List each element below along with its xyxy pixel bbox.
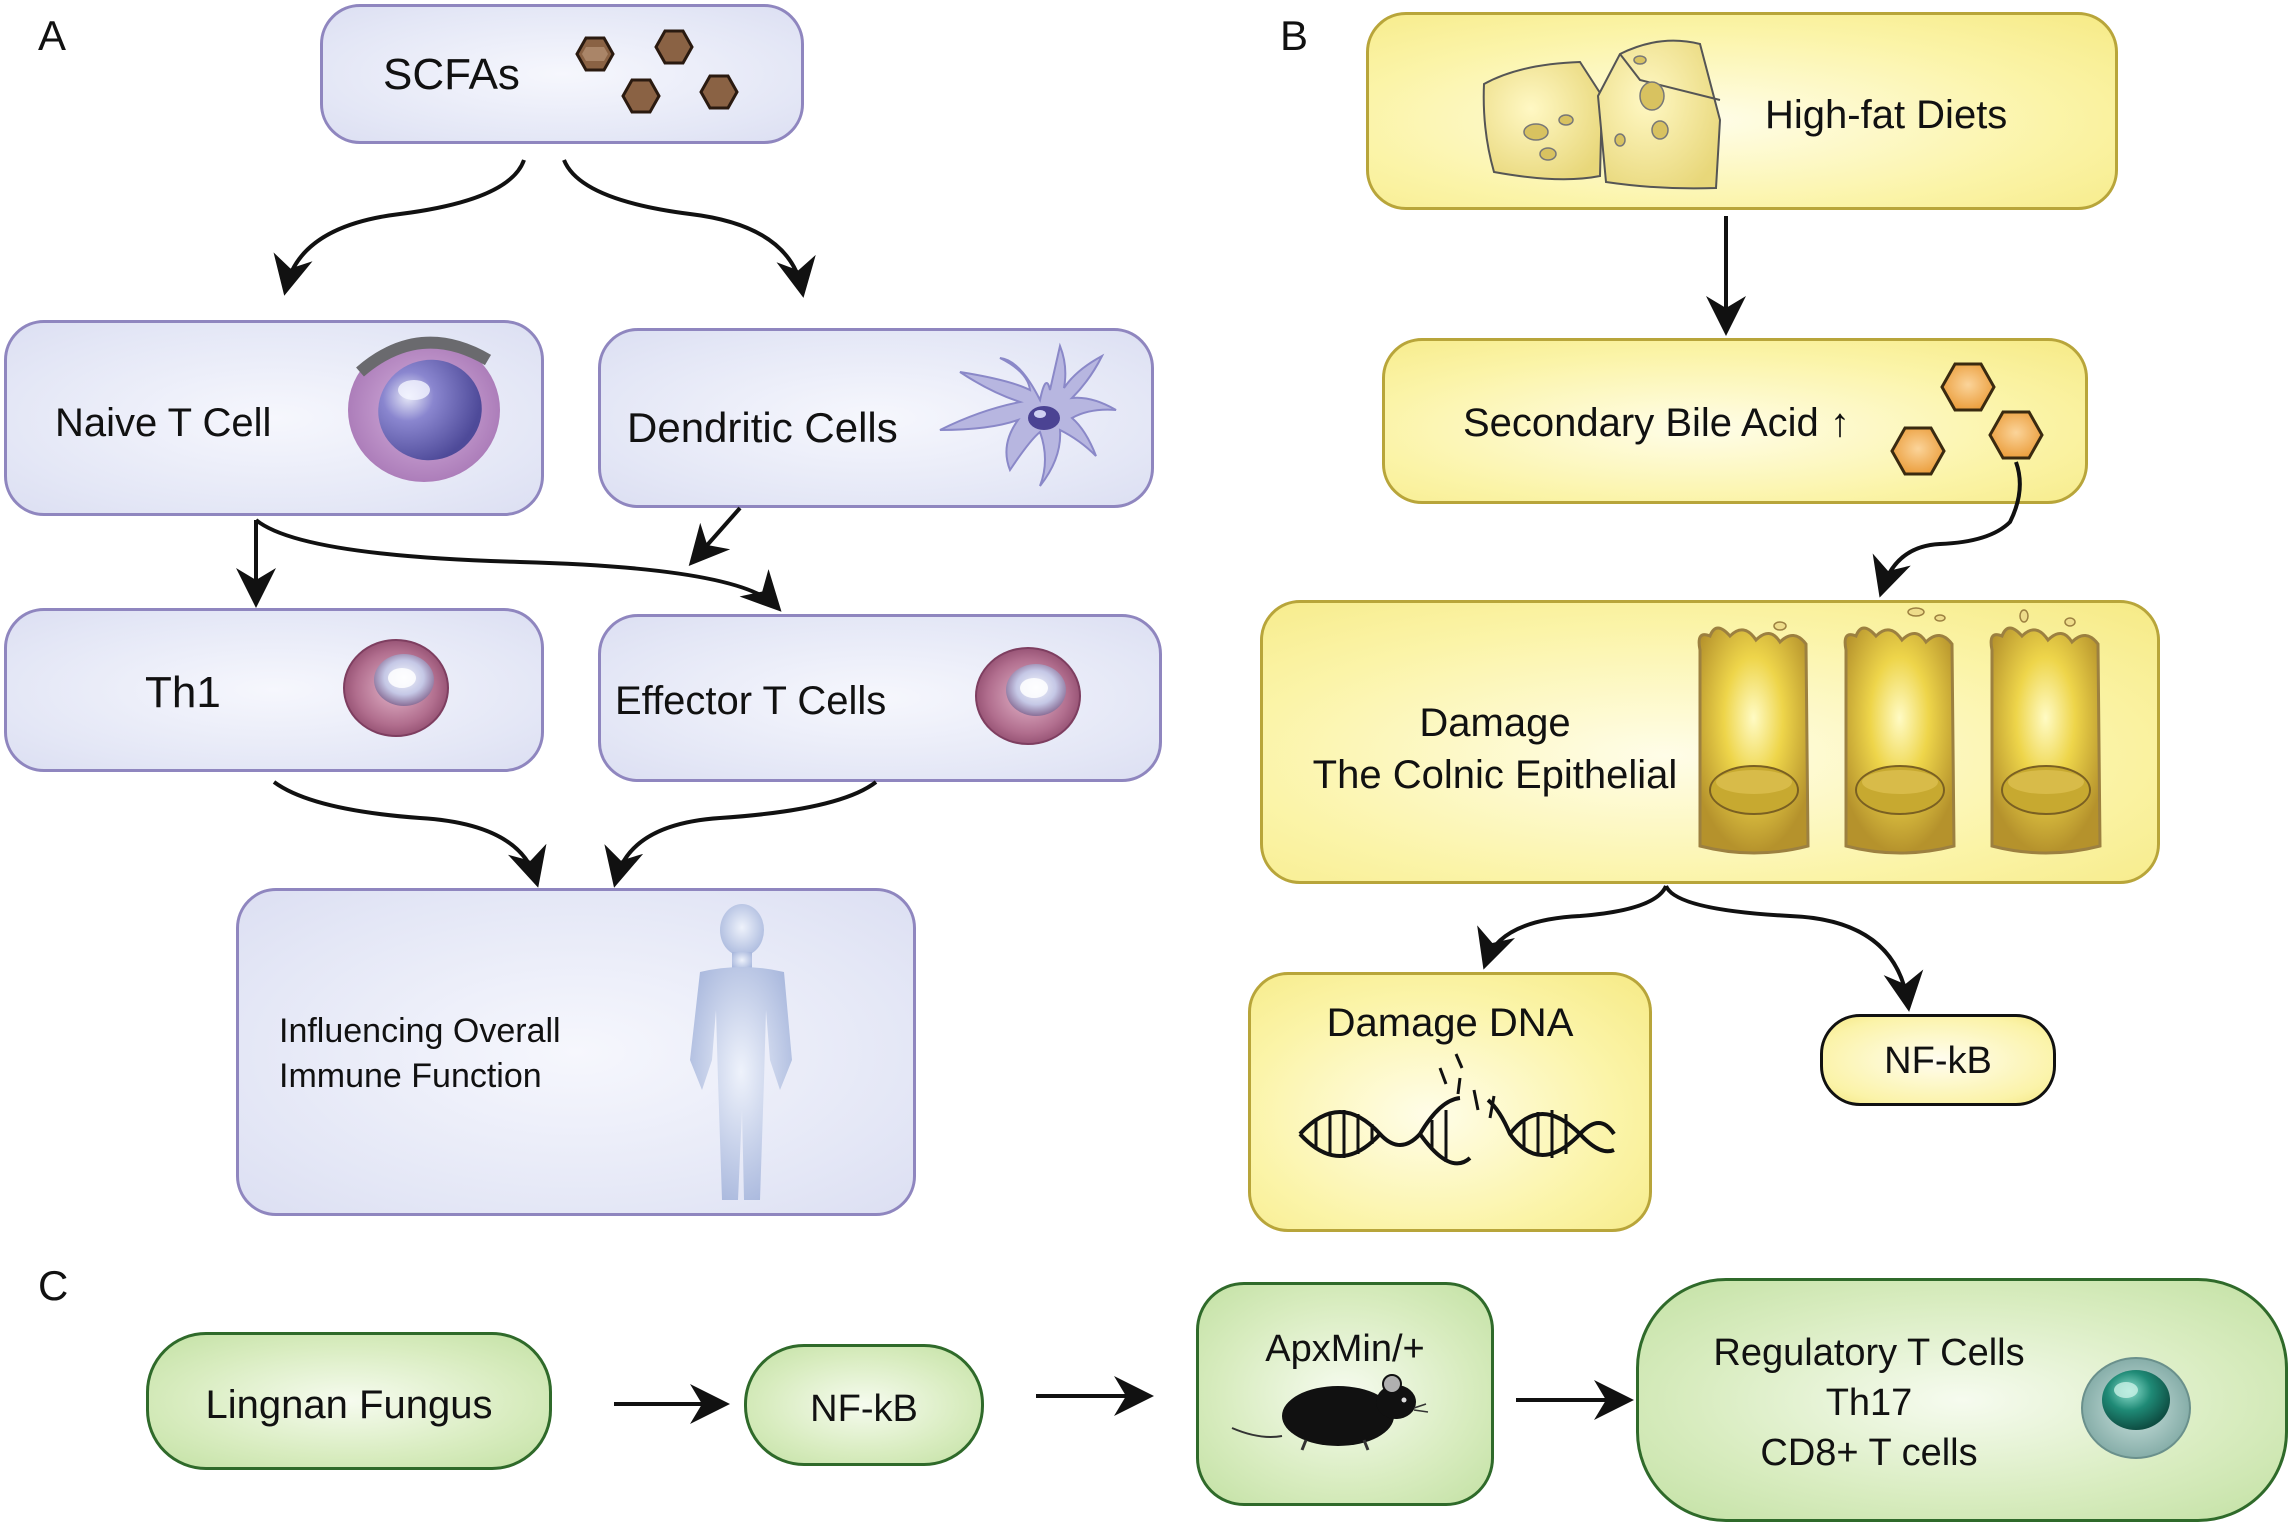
colonic-epithelial-line-1: Damage	[1419, 701, 1571, 745]
panel-label-a: A	[38, 12, 67, 59]
scfas-box: SCFAs	[320, 4, 804, 144]
dendritic-cells-label: Dendritic Cells	[627, 404, 898, 451]
secondary-bile-acid-label: Secondary Bile Acid ↑	[1463, 401, 1850, 445]
naive-t-cell-icon	[348, 336, 500, 482]
naive-t-cell-label: Naive T Cell	[55, 401, 272, 445]
lingnan-fungus-label: Lingnan Fungus	[205, 1383, 493, 1427]
panel-label-b: B	[1280, 12, 1309, 59]
arrows	[236, 159, 2022, 1424]
immune-function-line-2: Immune Function	[279, 1057, 542, 1095]
broken-dna-icon	[1298, 1053, 1616, 1166]
cheese-icon	[1482, 39, 1722, 190]
high-fat-diets-label: High-fat Diets	[1765, 93, 2008, 137]
regulatory-t-cells-label: Regulatory T Cells	[1713, 1332, 2025, 1374]
cd8-t-cells-label: CD8+ T cells	[1760, 1432, 1978, 1474]
colonic-epithelial-line-2: The Colnic Epithelial	[1312, 753, 1678, 797]
immune-function-line-1: Influencing Overall	[279, 1012, 561, 1050]
panel-label-c: C	[38, 1262, 69, 1309]
th1-cell-icon	[343, 639, 449, 737]
bile-acid-hexagon-icons	[1890, 362, 2044, 476]
th17-label: Th17	[1825, 1382, 1913, 1424]
nf-kb-label-b: NF-kB	[1884, 1040, 1992, 1082]
immune-function-box: Influencing Overall Immune Function	[236, 888, 916, 1216]
scfa-hexagon-icons	[575, 29, 739, 114]
nf-kb-label-c: NF-kB	[810, 1388, 918, 1430]
lingnan-fungus-box: Lingnan Fungus	[146, 1332, 552, 1470]
nf-kb-box-b: NF-kB	[1820, 1014, 2056, 1106]
apxmin-label: ApxMin/+	[1265, 1328, 1425, 1370]
mouse-icon	[1231, 1374, 1429, 1451]
dendritic-cell-icon	[939, 342, 1117, 487]
th1-label: Th1	[145, 668, 221, 717]
human-body-icon	[690, 904, 792, 1200]
damage-dna-label: Damage DNA	[1326, 1001, 1574, 1045]
nf-kb-box-c: NF-kB	[744, 1344, 984, 1466]
th1-box: Th1	[4, 608, 544, 772]
regulatory-t-cell-icon	[2081, 1357, 2191, 1459]
scfas-label: SCFAs	[383, 50, 520, 99]
effector-t-cell-icon	[975, 647, 1081, 745]
epithelial-cells-icon	[1697, 607, 2102, 855]
effector-t-cells-label: Effector T Cells	[615, 679, 887, 723]
